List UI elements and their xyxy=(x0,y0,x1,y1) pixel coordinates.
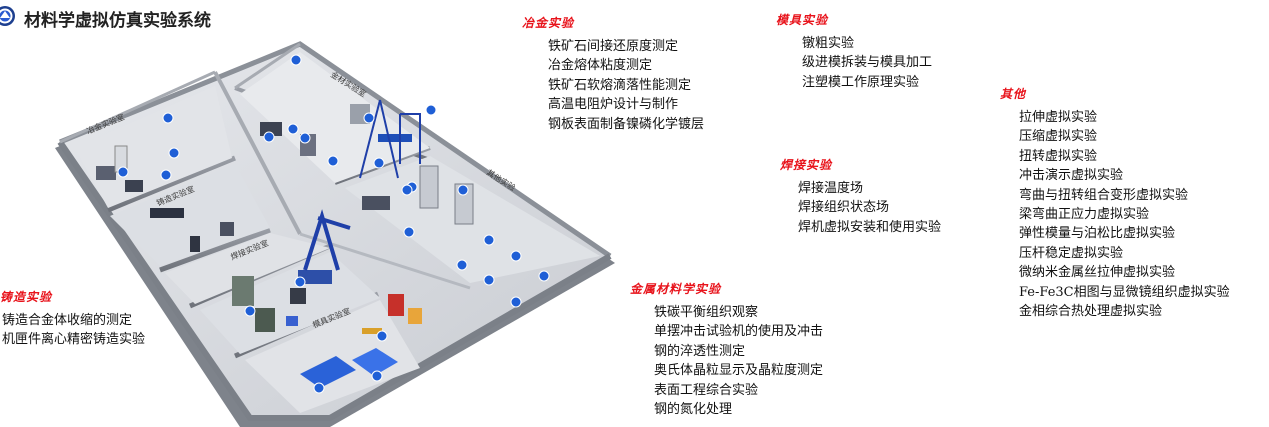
section-metallurgy: 冶金实验 铁矿石间接还原度测定 冶金熔体粘度测定 铁矿石软熔滴落性能测定 高温电… xyxy=(522,14,704,134)
experiment-list: 镦粗实验 级进模拆装与模具加工 注塑模工作原理实验 xyxy=(776,34,932,92)
experiment-link[interactable]: 铸造合金体收缩的测定 xyxy=(2,313,133,328)
location-pin-icon[interactable] xyxy=(263,131,275,143)
location-pin-icon[interactable] xyxy=(290,54,302,66)
experiment-list: 铁矿石间接还原度测定 冶金熔体粘度测定 铁矿石软熔滴落性能测定 高温电阻炉设计与… xyxy=(522,37,704,134)
experiment-link[interactable]: 镦粗实验 xyxy=(802,36,855,51)
section-welding: 焊接实验 焊接温度场 焊接组织状态场 焊机虚拟安装和使用实验 xyxy=(780,156,941,237)
location-pin-icon[interactable] xyxy=(538,270,550,282)
location-pin-icon[interactable] xyxy=(313,382,325,394)
location-pin-icon[interactable] xyxy=(287,123,299,135)
section-metal-materials: 金属材料学实验 铁碳平衡组织观察 单摆冲击试验机的使用及冲击 钢的淬透性测定 奥… xyxy=(630,280,823,419)
experiment-list: 铸造合金体收缩的测定 机匣件离心精密铸造实验 xyxy=(0,311,145,350)
location-pin-icon[interactable] xyxy=(327,155,339,167)
experiment-link[interactable]: 高温电阻炉设计与制作 xyxy=(548,97,679,113)
section-title: 焊接实验 xyxy=(780,158,833,172)
location-pin-icon[interactable] xyxy=(510,250,522,262)
experiment-link[interactable]: 弯曲与扭转组合变形虚拟实验 xyxy=(1019,187,1189,203)
experiment-link[interactable]: 奥氏体晶粒显示及晶粒度测定 xyxy=(654,363,824,379)
location-pin-icon[interactable] xyxy=(373,157,385,169)
location-pin-icon[interactable] xyxy=(160,169,172,181)
location-pin-icon[interactable] xyxy=(425,104,437,116)
location-pin-icon[interactable] xyxy=(363,112,375,124)
location-pin-icon[interactable] xyxy=(483,234,495,246)
location-pin-icon[interactable] xyxy=(457,184,469,196)
experiment-link[interactable]: 金相综合热处理虚拟实验 xyxy=(1019,304,1163,320)
experiment-link[interactable]: 表面工程综合实验 xyxy=(654,382,759,398)
location-pin-icon[interactable] xyxy=(403,226,415,238)
experiment-link[interactable]: 注塑模工作原理实验 xyxy=(802,74,920,90)
location-pin-icon[interactable] xyxy=(510,296,522,308)
location-pin-icon[interactable] xyxy=(371,370,383,382)
experiment-list: 焊接温度场 焊接组织状态场 焊机虚拟安装和使用实验 xyxy=(780,179,941,237)
experiment-link[interactable]: 拉伸虚拟实验 xyxy=(1019,110,1098,125)
experiment-link[interactable]: 铁碳平衡组织观察 xyxy=(654,305,759,320)
lab-floor-map: 冶金实验室 金材实验室 铸造实验室 焊接实验室 模具实验室 其他实验 xyxy=(0,38,620,427)
location-pin-icon[interactable] xyxy=(376,330,388,342)
section-title: 模具实验 xyxy=(776,13,829,27)
equipment xyxy=(96,166,116,180)
experiment-link[interactable]: 冶金熔体粘度测定 xyxy=(548,58,653,74)
experiment-link[interactable]: 铁矿石间接还原度测定 xyxy=(548,39,679,54)
section-other: 其他 拉伸虚拟实验 压缩虚拟实验 扭转虚拟实验 冲击演示虚拟实验 弯曲与扭转组合… xyxy=(1000,85,1230,321)
section-title: 金属材料学实验 xyxy=(630,282,722,296)
experiment-link[interactable]: 焊接温度场 xyxy=(798,181,864,196)
section-casting: 铸造实验 铸造合金体收缩的测定 机匣件离心精密铸造实验 xyxy=(0,288,145,350)
experiment-link[interactable]: 单摆冲击试验机的使用及冲击 xyxy=(654,324,824,340)
experiment-list: 铁碳平衡组织观察 单摆冲击试验机的使用及冲击 钢的淬透性测定 奥氏体晶粒显示及晶… xyxy=(630,303,823,419)
location-pin-icon[interactable] xyxy=(483,274,495,286)
experiment-link[interactable]: 扭转虚拟实验 xyxy=(1019,148,1098,164)
section-title: 冶金实验 xyxy=(522,16,575,30)
experiment-link[interactable]: 级进模拆装与模具加工 xyxy=(802,55,933,71)
location-pin-icon[interactable] xyxy=(294,276,306,288)
section-title: 其他 xyxy=(1000,87,1027,101)
experiment-list: 拉伸虚拟实验 压缩虚拟实验 扭转虚拟实验 冲击演示虚拟实验 弯曲与扭转组合变形虚… xyxy=(1000,108,1230,321)
section-title: 铸造实验 xyxy=(0,290,53,304)
experiment-link[interactable]: Fe-Fe3C相图与显微镜组织虚拟实验 xyxy=(1019,284,1230,300)
academy-seal-icon xyxy=(0,6,15,26)
experiment-link[interactable]: 压缩虚拟实验 xyxy=(1019,129,1098,145)
experiment-link[interactable]: 梁弯曲正应力虚拟实验 xyxy=(1019,207,1150,223)
experiment-link[interactable]: 冲击演示虚拟实验 xyxy=(1019,168,1124,184)
experiment-link[interactable]: 焊机虚拟安装和使用实验 xyxy=(798,219,942,235)
experiment-link[interactable]: 机匣件离心精密铸造实验 xyxy=(2,332,146,348)
experiment-link[interactable]: 压杆稳定虚拟实验 xyxy=(1019,245,1124,261)
location-pin-icon[interactable] xyxy=(162,112,174,124)
location-pin-icon[interactable] xyxy=(117,166,129,178)
location-pin-icon[interactable] xyxy=(456,259,468,271)
experiment-link[interactable]: 焊接组织状态场 xyxy=(798,200,890,216)
experiment-link[interactable]: 钢板表面制备镍磷化学镀层 xyxy=(548,116,705,132)
experiment-link[interactable]: 弹性模量与泊松比虚拟实验 xyxy=(1019,226,1176,242)
location-pin-icon[interactable] xyxy=(401,184,413,196)
experiment-link[interactable]: 微纳米金属丝拉伸虚拟实验 xyxy=(1019,265,1176,281)
experiment-link[interactable]: 铁矿石软熔滴落性能测定 xyxy=(548,77,692,93)
app-title: 材料学虚拟仿真实验系统 xyxy=(24,11,211,31)
experiment-link[interactable]: 钢的淬透性测定 xyxy=(654,343,746,359)
location-pin-icon[interactable] xyxy=(244,305,256,317)
location-pin-icon[interactable] xyxy=(299,132,311,144)
section-mold: 模具实验 镦粗实验 级进模拆装与模具加工 注塑模工作原理实验 xyxy=(776,11,932,92)
location-pin-icon[interactable] xyxy=(168,147,180,159)
experiment-link[interactable]: 钢的氮化处理 xyxy=(654,402,733,418)
